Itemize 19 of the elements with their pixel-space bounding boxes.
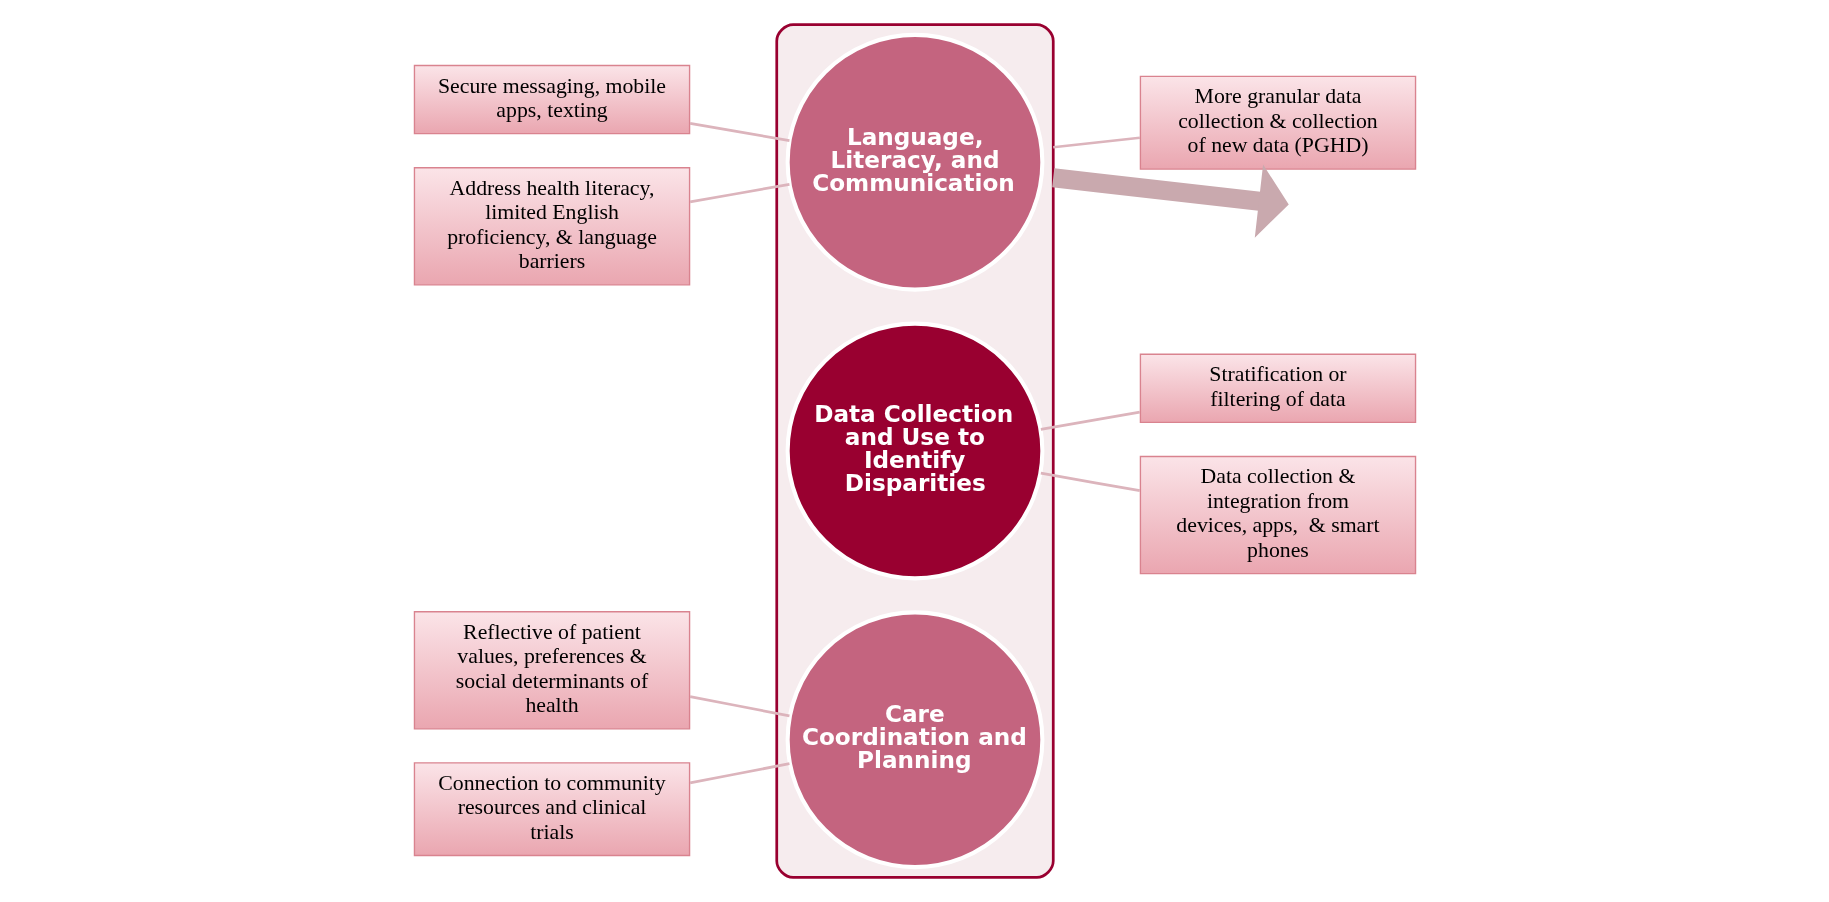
node-box: Data collection & integration from devices, apps, & smart phones [1139, 455, 1416, 575]
cluster [774, 23, 1055, 879]
connector [1052, 136, 1140, 149]
node-box: Connection to community resources and clinical trials [413, 762, 690, 857]
node-box: More granular data collection & collection of new data (PGHD) [1139, 75, 1416, 170]
node-circle: Care Coordination and Planning [785, 610, 1044, 870]
connector [689, 762, 790, 785]
node-circle: Language, Literacy, and Communication [785, 32, 1044, 292]
node-circle: Data Collection and Use to Identify Disparities [785, 321, 1044, 581]
connector [689, 182, 790, 204]
arrow [1051, 164, 1289, 238]
connector [1040, 471, 1140, 493]
node-box: Stratification or filtering of data [1139, 353, 1416, 424]
node-box: Address health literacy, limited English proficiency, & language barriers [413, 167, 690, 286]
connector [689, 695, 790, 718]
node-box: Secure messaging, mobile apps, texting [413, 64, 690, 135]
connector [689, 122, 790, 142]
connector [1040, 410, 1140, 431]
node-box: Reflective of patient values, preferences & social determinants of health [413, 611, 690, 730]
